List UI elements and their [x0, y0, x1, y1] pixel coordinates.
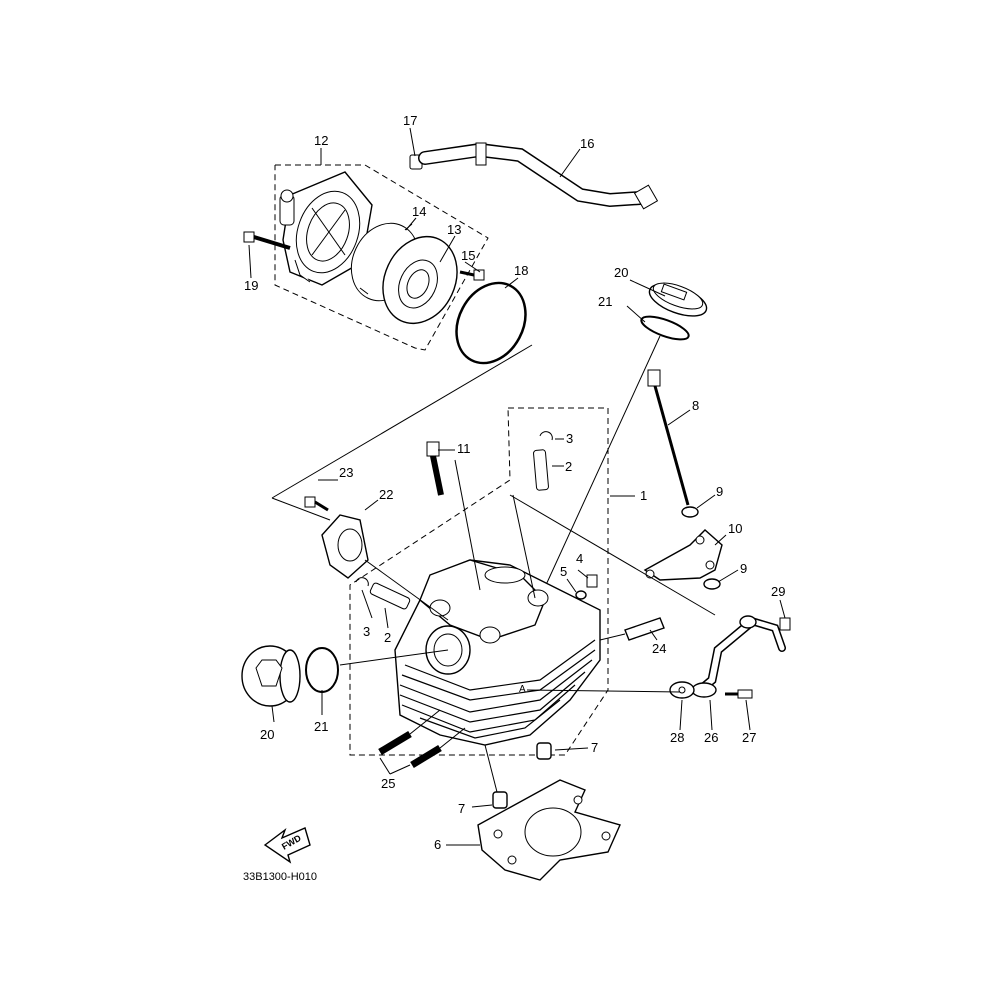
part-26-pipe — [691, 615, 786, 698]
part-28-gasket — [669, 681, 695, 699]
callout-8: 8 — [692, 398, 699, 413]
callout-10: 10 — [728, 521, 742, 536]
part-13-plate — [382, 235, 458, 325]
mark-a: A — [519, 684, 526, 695]
callout-1: 1 — [640, 488, 647, 503]
part-2-guide-lower — [369, 582, 411, 610]
part-20-plug-cap — [241, 645, 301, 707]
part-27-bolt — [725, 689, 753, 699]
callout-leaders — [248, 127, 786, 846]
callout-19: 19 — [244, 278, 258, 293]
part-4-bolt — [586, 574, 598, 588]
part-10-bracket — [643, 529, 723, 581]
callout-16: 16 — [580, 136, 594, 151]
callout-7-right: 7 — [591, 740, 598, 755]
part-16-hose — [418, 142, 659, 210]
part-8-rod — [647, 369, 690, 506]
callout-25: 25 — [381, 776, 395, 791]
callout-20-top: 20 — [614, 265, 628, 280]
part-19-bolt — [243, 231, 291, 250]
callout-18: 18 — [514, 263, 528, 278]
part-22-plate — [321, 514, 369, 579]
callout-9-upper: 9 — [716, 484, 723, 499]
part-7-dowel-right — [536, 742, 552, 760]
callout-14: 14 — [412, 204, 426, 219]
callout-12: 12 — [314, 133, 328, 148]
callout-3-lower: 3 — [363, 624, 370, 639]
part-12-housing-group — [274, 164, 489, 351]
part-9-washer-upper — [681, 506, 699, 518]
part-3-clip-upper — [539, 431, 553, 441]
part-25-stud-right — [410, 745, 442, 768]
callout-29: 29 — [771, 584, 785, 599]
part-25-stud-left — [378, 730, 412, 756]
callout-2-upper: 2 — [565, 459, 572, 474]
callout-2-lower: 2 — [384, 630, 391, 645]
callout-24: 24 — [652, 641, 666, 656]
callout-15: 15 — [461, 248, 475, 263]
callout-21-left: 21 — [314, 719, 328, 734]
callout-26: 26 — [704, 730, 718, 745]
callout-3-upper: 3 — [566, 431, 573, 446]
callout-17: 17 — [403, 113, 417, 128]
part-5-washer — [575, 590, 587, 600]
part-3-clip-lower — [355, 577, 369, 587]
callout-7-lower: 7 — [458, 801, 465, 816]
part-15-bolt — [459, 269, 485, 281]
callout-13: 13 — [447, 222, 461, 237]
callout-20-left: 20 — [260, 727, 274, 742]
part-29-bolt — [779, 617, 791, 631]
fwd-arrow-icon: FWD — [263, 827, 311, 864]
part-1-cylinder-head-group — [349, 407, 609, 756]
callout-27: 27 — [742, 730, 756, 745]
callout-28: 28 — [670, 730, 684, 745]
part-7-dowel-lower — [492, 791, 508, 809]
callout-4: 4 — [576, 551, 583, 566]
part-23-bolt — [304, 496, 329, 512]
callout-21-top: 21 — [598, 294, 612, 309]
part-6-head-gasket — [477, 779, 621, 881]
part-18-o-ring — [455, 281, 527, 365]
part-9-washer-lower — [703, 578, 721, 590]
part-2-guide-upper — [533, 449, 549, 491]
callout-23: 23 — [339, 465, 353, 480]
part-21-o-ring-top — [640, 315, 690, 341]
part-21-o-ring-plug — [305, 647, 339, 693]
callout-22: 22 — [379, 487, 393, 502]
diagram-code: 33B1300-H010 — [243, 871, 317, 883]
callout-11: 11 — [457, 441, 471, 456]
callout-labels: 12 17 16 14 13 15 18 19 20 21 8 9 10 9 1… — [244, 113, 785, 852]
part-24-spark-plug — [599, 617, 665, 641]
part-11-bolt — [426, 441, 444, 496]
callout-6: 6 — [434, 837, 441, 852]
part-20-cap-top — [648, 282, 708, 317]
callout-5: 5 — [560, 564, 567, 579]
callout-9-lower: 9 — [740, 561, 747, 576]
